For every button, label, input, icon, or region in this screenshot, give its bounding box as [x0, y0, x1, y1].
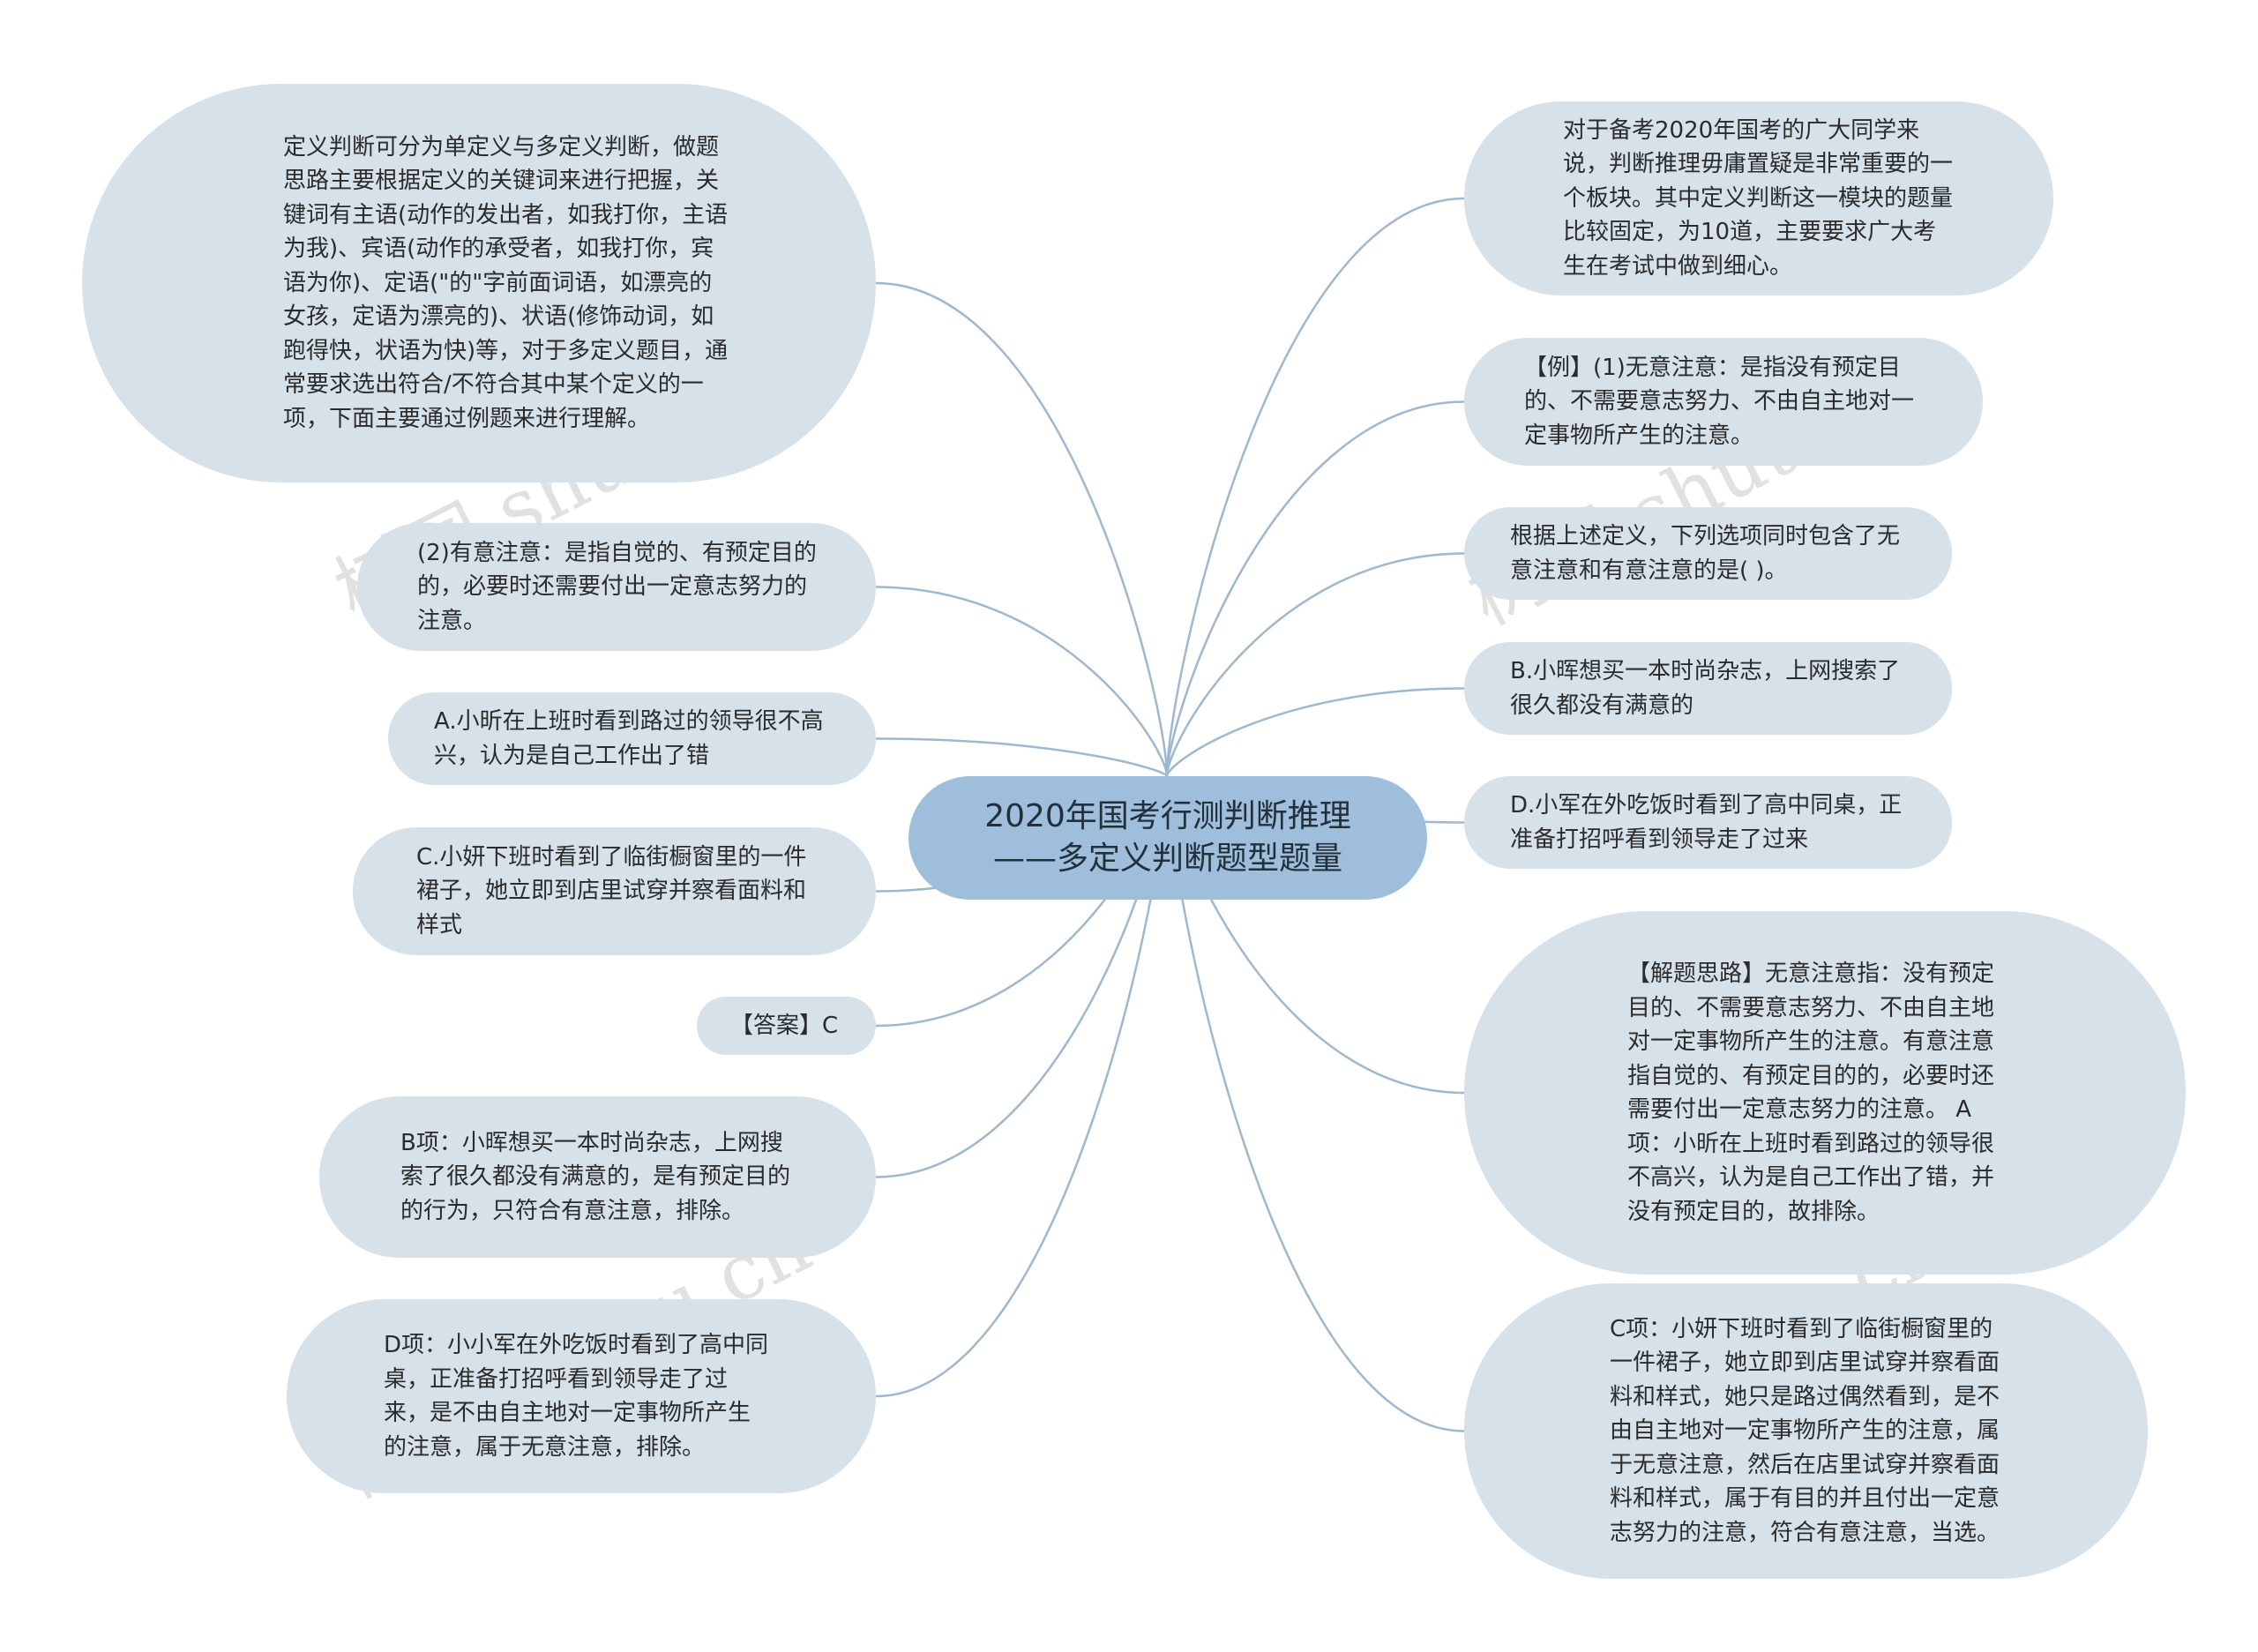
node-text: 定义判断可分为单定义与多定义判断，做题思路主要根据定义的关键词来进行把握，关键词…	[283, 133, 729, 432]
node-text: B.小晖想买一本时尚杂志，上网搜索了很久都没有满意的	[1510, 658, 1901, 719]
central-topic[interactable]: 2020年国考行测判断推理 ——多定义判断题型题量	[908, 776, 1427, 900]
node-text: C项：小妍下班时看到了临街橱窗里的一件裙子，她立即到店里试穿并察看面料和样式，她…	[1610, 1315, 2000, 1546]
node-text: A.小昕在上班时看到路过的领导很不高兴，认为是自己工作出了错	[434, 708, 824, 769]
node-text: D项：小小军在外吃饭时看到了高中同桌，正准备打招呼看到领导走了过来，是不由自主地…	[384, 1332, 769, 1461]
left-node-intentional-attention[interactable]: (2)有意注意：是指自觉的、有预定目的的，必要时还需要付出一定意志努力的注意。	[357, 523, 876, 651]
node-text: D.小军在外吃饭时看到了高中同桌，正准备打招呼看到领导走了过来	[1510, 792, 1903, 853]
left-node-explain-b[interactable]: B项：小晖想买一本时尚杂志，上网搜索了很久都没有满意的，是有预定目的的行为，只符…	[319, 1096, 876, 1258]
node-text: 【解题思路】无意注意指：没有预定目的、不需要意志努力、不由自主地对一定事物所产生…	[1627, 961, 1995, 1225]
right-node-explain-c[interactable]: C项：小妍下班时看到了临街橱窗里的一件裙子，她立即到店里试穿并察看面料和样式，她…	[1464, 1283, 2148, 1579]
node-text: 【答案】C	[730, 1012, 839, 1039]
connector-line	[1165, 552, 1465, 777]
left-node-option-a[interactable]: A.小昕在上班时看到路过的领导很不高兴，认为是自己工作出了错	[388, 692, 876, 785]
right-node-solution-approach[interactable]: 【解题思路】无意注意指：没有预定目的、不需要意志努力、不由自主地对一定事物所产生…	[1464, 911, 2186, 1275]
connector-line	[1165, 197, 1465, 777]
connector-line	[875, 586, 1169, 777]
left-node-answer[interactable]: 【答案】C	[697, 997, 876, 1055]
left-node-explain-d[interactable]: D项：小小军在外吃饭时看到了高中同桌，正准备打招呼看到领导走了过来，是不由自主地…	[287, 1299, 876, 1493]
node-text: (2)有意注意：是指自觉的、有预定目的的，必要时还需要付出一定意志努力的注意。	[417, 539, 817, 634]
right-node-question[interactable]: 根据上述定义，下列选项同时包含了无意注意和有意注意的是( )。	[1464, 507, 1952, 600]
node-text: B项：小晖想买一本时尚杂志，上网搜索了很久都没有满意的，是有预定目的的行为，只符…	[400, 1129, 791, 1224]
central-topic-title: 2020年国考行测判断推理 ——多定义判断题型题量	[984, 798, 1351, 877]
right-node-option-b[interactable]: B.小晖想买一本时尚杂志，上网搜索了很久都没有满意的	[1464, 642, 1952, 735]
node-text: 对于备考2020年国考的广大同学来说，判断推理毋庸置疑是非常重要的一个板块。其中…	[1563, 116, 1954, 280]
right-node-example-unintentional[interactable]: 【例】(1)无意注意：是指没有预定目的、不需要意志努力、不由自主地对一定事物所产…	[1464, 338, 1983, 466]
node-text: 【例】(1)无意注意：是指没有预定目的、不需要意志努力、不由自主地对一定事物所产…	[1524, 354, 1915, 449]
node-text: 根据上述定义，下列选项同时包含了无意注意和有意注意的是( )。	[1510, 523, 1901, 584]
right-node-intro[interactable]: 对于备考2020年国考的广大同学来说，判断推理毋庸置疑是非常重要的一个板块。其中…	[1464, 101, 2053, 295]
connector-line	[1165, 400, 1465, 777]
connector-line	[875, 281, 1169, 777]
node-text: C.小妍下班时看到了临街橱窗里的一件裙子，她立即到店里试穿并察看面料和样式	[416, 843, 807, 938]
left-node-definition-overview[interactable]: 定义判断可分为单定义与多定义判断，做题思路主要根据定义的关键词来进行把握，关键词…	[82, 84, 876, 482]
connector-line	[875, 737, 1169, 778]
right-node-option-d[interactable]: D.小军在外吃饭时看到了高中同桌，正准备打招呼看到领导走了过来	[1464, 776, 1952, 869]
left-node-option-c[interactable]: C.小妍下班时看到了临街橱窗里的一件裙子，她立即到店里试穿并察看面料和样式	[353, 827, 876, 955]
connector-line	[1165, 687, 1465, 777]
